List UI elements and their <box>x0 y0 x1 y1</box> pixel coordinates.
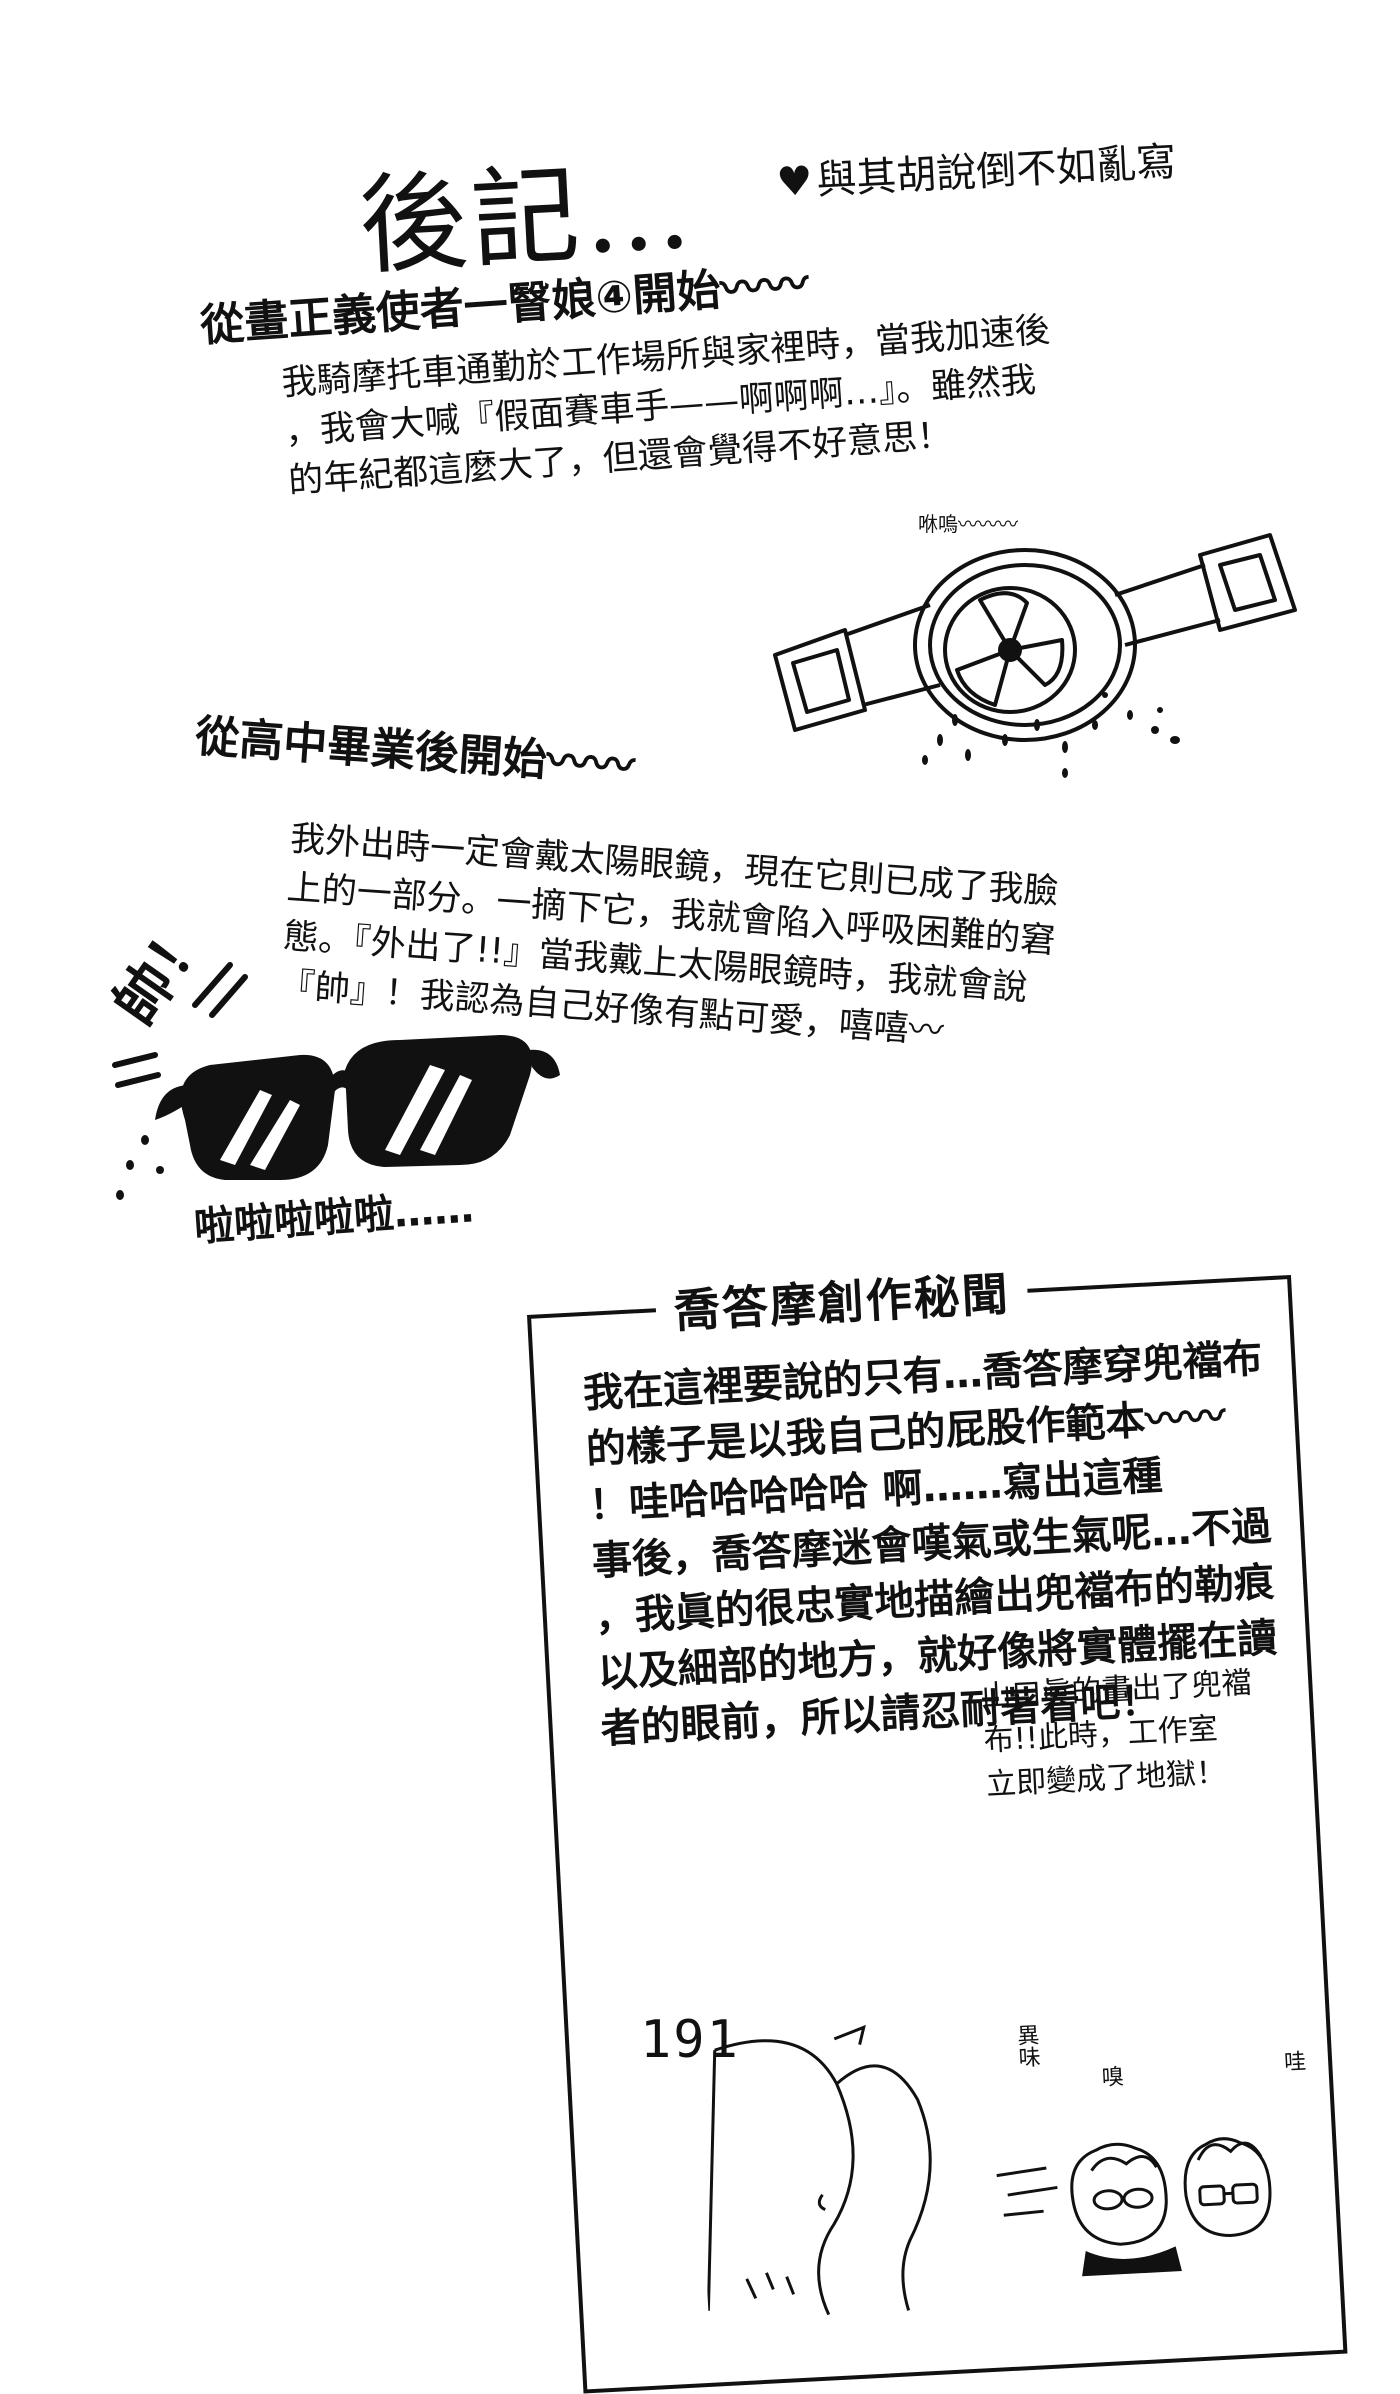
heart-icon: ♥ <box>775 158 814 206</box>
sniff-sfx: 嗅 <box>1101 2064 1125 2091</box>
section2-heading: 從高中畢業後開始〰〰 <box>194 700 637 795</box>
page-subtitle: ♥與其胡說倒不如亂寫 <box>775 129 1178 208</box>
tilde-squiggle: 〰〰 <box>718 258 811 316</box>
subtitle-text: 與其胡說倒不如亂寫 <box>815 139 1178 204</box>
tilde-squiggle: 〰〰〰 <box>958 512 1018 536</box>
page-number: 191 <box>640 2010 740 2070</box>
section2-heading-text: 從高中畢業後開始 <box>193 710 549 787</box>
trivia-box-title: 喬答摩創作秘聞 <box>654 1256 1030 1343</box>
sunglasses-illustration <box>112 962 560 1200</box>
watch-fan-illustration <box>773 533 1297 778</box>
wow-sfx: 哇 <box>1279 2049 1306 2073</box>
staff-faces-drawing <box>996 2137 1272 2277</box>
swish-sfx-text: 咻嗚 <box>918 512 958 536</box>
odor-sfx: 異味 <box>1012 2023 1041 2069</box>
swish-sfx: 咻嗚〰〰〰 <box>918 508 1018 537</box>
tilde-squiggle: 〰 <box>907 1009 945 1052</box>
trivia-box: 喬答摩創作秘聞 我在這裡要說的只有…喬答摩穿兜襠布 的樣子是以我自己的屁股作範本… <box>527 1256 1348 2394</box>
trivia-caption: 山口眞的畫出了兜襠 布!!此時，工作室 立即變成了地獄！ <box>981 1662 1258 1808</box>
tilde-squiggle: 〰〰 <box>544 735 637 793</box>
tilde-squiggle: 〰〰 <box>1144 1393 1227 1444</box>
